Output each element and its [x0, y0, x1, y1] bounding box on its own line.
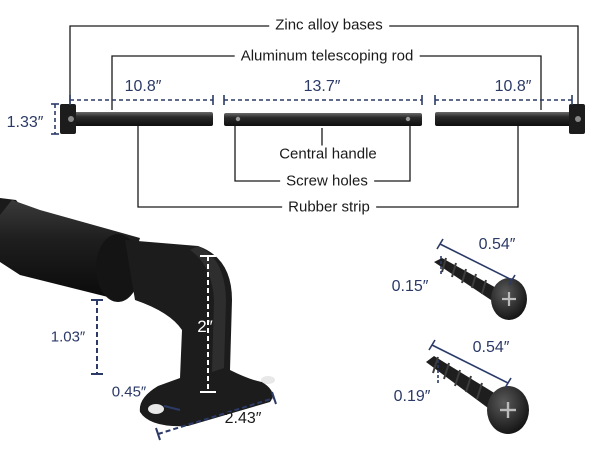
- screw-large-dimensions: [428, 339, 512, 389]
- rubber-strip-leader: [137, 122, 519, 208]
- screw-hole-right: [405, 116, 411, 122]
- dim-rod-middle: 13.7″: [303, 78, 341, 95]
- dim-rod-left: 10.8″: [124, 78, 162, 95]
- dim-screw-small-diameter: 0.15″: [391, 278, 429, 295]
- rod-right-section: [435, 112, 572, 126]
- bracket-hole-right: [261, 376, 275, 384]
- screw-hole-left: [235, 116, 241, 122]
- screw-small: [434, 257, 527, 320]
- label-aluminum-rod: Aluminum telescoping rod: [234, 47, 420, 65]
- dim-bracket-thickness: 0.45″: [111, 383, 147, 401]
- bracket-dimension-lines: [91, 255, 277, 441]
- base-left-hole: [68, 116, 74, 122]
- screw-small-dimensions: [436, 238, 516, 286]
- bracket-body: [125, 240, 273, 427]
- dim-screw-large-diameter: 0.19″: [393, 388, 431, 405]
- dim-bracket-height: 2″: [197, 317, 213, 336]
- dim-rod-right: 10.8″: [494, 78, 532, 95]
- screw-large: [426, 356, 529, 434]
- dim-screw-large-length: 0.54″: [472, 339, 510, 356]
- rod-left-section: [70, 112, 213, 126]
- base-right-hole: [575, 116, 581, 122]
- label-zinc-bases: Zinc alloy bases: [269, 16, 389, 34]
- handle-closeup: [0, 198, 275, 427]
- bracket-hole-left: [148, 404, 164, 414]
- dim-screw-small-length: 0.54″: [478, 236, 516, 253]
- rod-middle-section: [224, 113, 422, 126]
- label-screw-holes: Screw holes: [280, 172, 374, 190]
- rod-dimension-lines: [54, 99, 572, 134]
- dim-bracket-width: 2.43″: [224, 410, 262, 427]
- dim-rod-height: 1.33″: [6, 114, 44, 131]
- label-rubber-strip: Rubber strip: [282, 198, 376, 216]
- telescoping-rod: [60, 104, 585, 134]
- bracket-highlight: [190, 246, 226, 372]
- dim-bracket-base-height: 1.03″: [50, 328, 86, 346]
- label-central-handle: Central handle: [273, 145, 383, 163]
- rod-dimension-ticks: [51, 95, 573, 135]
